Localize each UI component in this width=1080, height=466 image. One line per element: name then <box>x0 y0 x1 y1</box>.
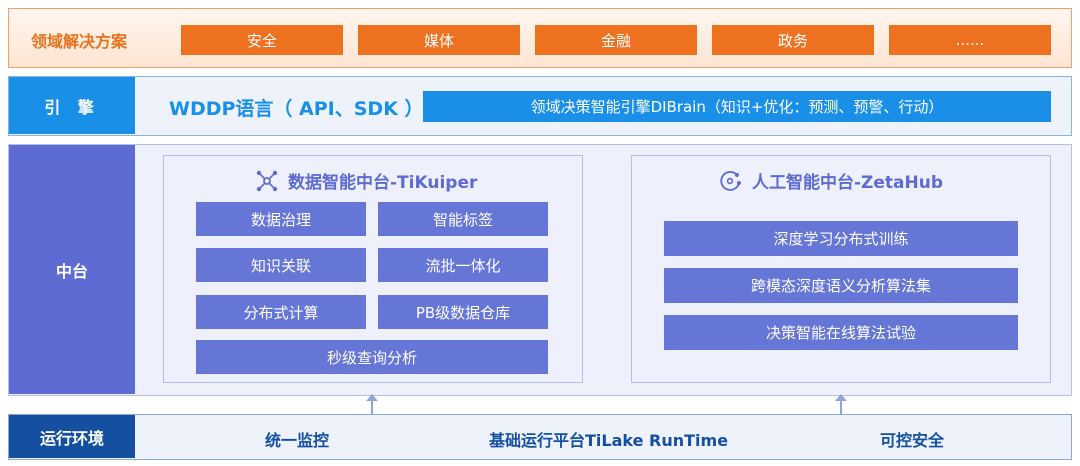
cell-distributed-compute[interactable]: 分布式计算 <box>196 295 366 329</box>
cell-pb-warehouse[interactable]: PB级数据仓库 <box>378 295 548 329</box>
zetahub-title-wrap: 人工智能中台-ZetaHub <box>718 168 943 193</box>
cell-cross-modal-semantics[interactable]: 跨模态深度语义分析算法集 <box>664 268 1018 303</box>
zetahub-panel: 人工智能中台-ZetaHub 深度学习分布式训练 跨模态深度语义分析算法集 决策… <box>631 155 1051 383</box>
solution-more[interactable]: ...... <box>889 25 1051 55</box>
solution-security[interactable]: 安全 <box>181 25 343 55</box>
cell-smart-tagging[interactable]: 智能标签 <box>378 202 548 236</box>
runtime-row: 运行环境 统一监控 基础运行平台TiLake RunTime 可控安全 <box>8 414 1072 460</box>
solutions-title: 领域解决方案 <box>31 32 128 51</box>
runtime-label: 运行环境 <box>9 415 135 458</box>
engine-row: 引 擎 WDDP语言（ API、SDK ） 领域决策智能引擎DIBrain（知识… <box>8 76 1072 136</box>
middle-label: 中台 <box>9 145 135 394</box>
controllable-security: 可控安全 <box>880 431 945 450</box>
solution-media[interactable]: 媒体 <box>358 25 520 55</box>
engine-label: 引 擎 <box>9 77 135 134</box>
tikuiper-panel: 数据智能中台-TiKuiper 数据治理 智能标签 知识关联 流批一体化 分布式… <box>163 155 583 383</box>
tikuiper-title-wrap: 数据智能中台-TiKuiper <box>256 168 477 193</box>
arrow-up-icon <box>835 394 847 416</box>
cell-data-governance[interactable]: 数据治理 <box>196 202 366 236</box>
tilake-runtime: 基础运行平台TiLake RunTime <box>489 431 729 450</box>
unified-monitoring: 统一监控 <box>265 431 330 450</box>
tikuiper-title: 数据智能中台-TiKuiper <box>288 173 478 193</box>
wddp-language: WDDP语言（ API、SDK ） <box>169 98 424 120</box>
cell-stream-batch[interactable]: 流批一体化 <box>378 248 548 282</box>
solution-finance[interactable]: 金融 <box>535 25 697 55</box>
dibrain-engine[interactable]: 领域决策智能引擎DIBrain（知识+优化：预测、预警、行动） <box>423 91 1051 122</box>
cell-knowledge-linking[interactable]: 知识关联 <box>196 248 366 282</box>
zetahub-title: 人工智能中台-ZetaHub <box>752 173 944 193</box>
middle-platform-row: 中台 数据智能中台-TiKuiper 数据治理 智能标签 知识关联 流批一体化 … <box>8 144 1072 396</box>
cell-decision-online-trials[interactable]: 决策智能在线算法试验 <box>664 315 1018 350</box>
cell-query-analysis[interactable]: 秒级查询分析 <box>196 340 548 374</box>
network-nodes-icon <box>256 170 278 191</box>
solution-government[interactable]: 政务 <box>712 25 874 55</box>
cell-deep-learning-training[interactable]: 深度学习分布式训练 <box>664 221 1018 256</box>
ai-orbit-icon <box>720 170 741 191</box>
arrow-up-icon <box>366 394 378 416</box>
solutions-row: 领域解决方案 安全 媒体 金融 政务 ...... <box>8 8 1072 68</box>
